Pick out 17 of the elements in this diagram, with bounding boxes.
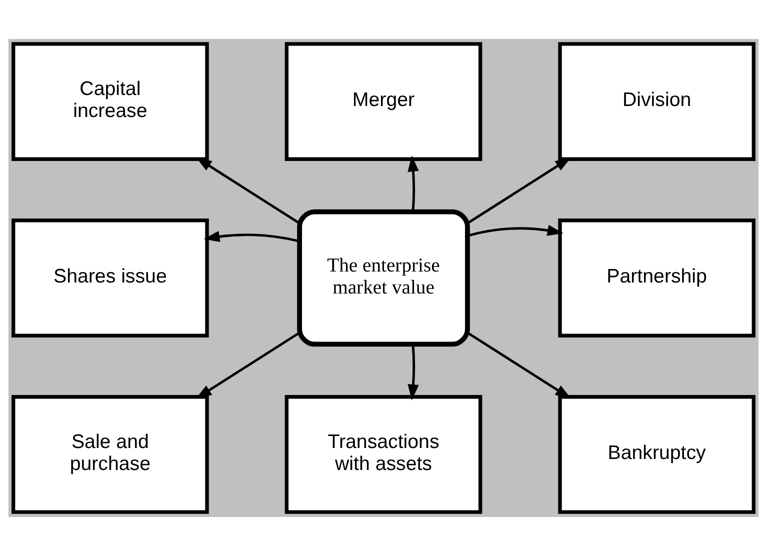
arrow bbox=[467, 332, 572, 399]
arrow bbox=[196, 332, 300, 399]
arrow bbox=[468, 224, 564, 237]
node-box: Sale and purchase bbox=[12, 395, 209, 514]
node-box: Division bbox=[558, 42, 756, 161]
node-box: Partnership bbox=[558, 218, 756, 338]
arrow bbox=[466, 157, 572, 224]
arrow bbox=[196, 157, 300, 224]
arrow bbox=[204, 230, 300, 242]
node-box: Shares issue bbox=[12, 218, 209, 338]
node-box: Transactions with assets bbox=[284, 395, 482, 514]
node-box: The enterprise market value bbox=[297, 209, 470, 347]
node-box: Merger bbox=[284, 42, 482, 161]
node-box: Capital increase bbox=[12, 42, 209, 161]
node-box: Bankruptcy bbox=[558, 395, 756, 514]
arrow bbox=[408, 344, 419, 400]
arrow bbox=[408, 156, 419, 212]
